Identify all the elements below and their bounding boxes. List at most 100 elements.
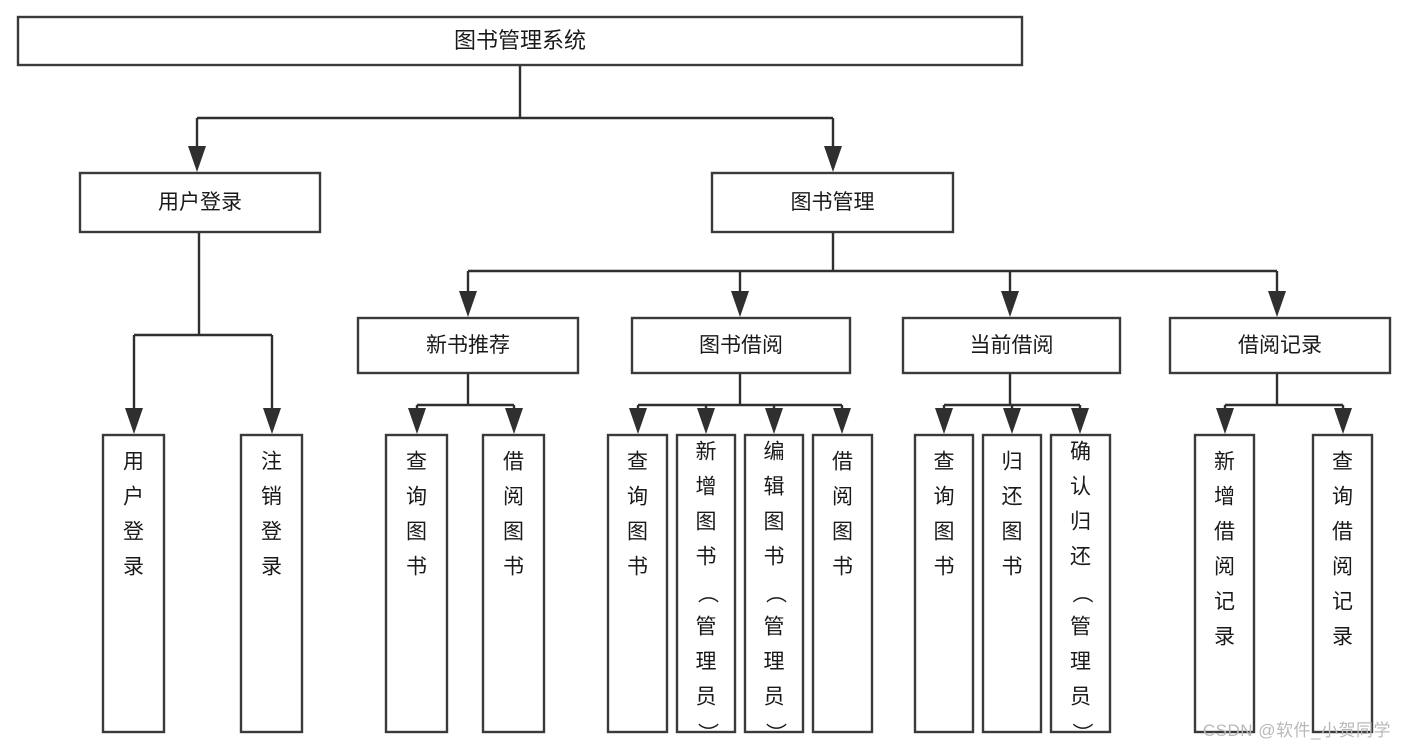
node-label-char: 员	[764, 686, 785, 709]
arrow-head-icon	[125, 408, 143, 434]
node-box[interactable]	[1193, 433, 1256, 734]
node-label-char: 员	[1070, 686, 1091, 709]
node-box[interactable]	[981, 433, 1043, 734]
node-label-char: 确	[1070, 441, 1091, 464]
watermark-credit: CSDN @软件_小贺同学	[1202, 721, 1391, 740]
node-box[interactable]	[901, 316, 1122, 375]
node-book-borrow[interactable]: 图书借阅	[630, 316, 852, 375]
arrow-head-icon	[833, 408, 851, 434]
node-box[interactable]	[675, 433, 737, 734]
node-label-char: 录	[261, 556, 282, 579]
arrow-head-icon	[765, 408, 783, 434]
node-leaf-user-login[interactable]: 用户登录	[101, 433, 166, 734]
node-label-char: 查	[1332, 451, 1353, 474]
node-label-char: 管	[764, 616, 785, 639]
node-label-char: 销	[261, 486, 282, 509]
node-label-char: 辑	[764, 476, 785, 499]
node-label-char: 新	[696, 441, 717, 464]
node-box[interactable]	[630, 316, 852, 375]
node-label-char: 书	[1002, 556, 1023, 579]
node-box[interactable]	[1311, 433, 1374, 734]
node-user-login[interactable]: 用户登录	[78, 171, 322, 234]
node-label-char: 管	[696, 616, 717, 639]
node-label-char: 还	[1002, 486, 1023, 509]
arrow-head-icon	[408, 408, 426, 434]
arrow-head-icon	[188, 146, 206, 172]
node-label-char: 书	[627, 556, 648, 579]
node-label-char: 询	[406, 486, 427, 509]
node-label-char: 归	[1070, 511, 1091, 534]
arrow-head-icon	[629, 408, 647, 434]
node-label-char: 图	[832, 521, 853, 544]
node-label: 用户登录	[158, 191, 242, 214]
node-label-char: （	[1070, 583, 1093, 604]
connector-root-to-level2	[188, 65, 842, 172]
connector-borrow-to-leaves	[629, 373, 851, 434]
connector-recommend-to-leaves	[408, 373, 523, 434]
node-box[interactable]	[356, 316, 580, 375]
node-label-char: 书	[503, 556, 524, 579]
node-label-char: 图	[503, 521, 524, 544]
arrow-head-icon	[697, 408, 715, 434]
node-label-char: 图	[696, 511, 717, 534]
node-label-char: 理	[696, 651, 717, 674]
node-book-manage[interactable]: 图书管理	[710, 171, 955, 234]
node-label-char: 员	[696, 686, 717, 709]
node-box[interactable]	[101, 433, 166, 734]
node-label-char: 录	[1214, 626, 1235, 649]
node-box[interactable]	[913, 433, 975, 734]
node-box[interactable]	[710, 171, 955, 234]
node-root[interactable]: 图书管理系统	[16, 15, 1024, 67]
node-label-char: 查	[934, 451, 955, 474]
node-label-char: 增	[1214, 486, 1235, 509]
node-box[interactable]	[811, 433, 874, 734]
node-label-char: 图	[934, 521, 955, 544]
node-box[interactable]	[743, 433, 805, 734]
node-label-char: 记	[1214, 591, 1235, 614]
node-box[interactable]	[384, 433, 449, 734]
node-label-char: ）	[763, 723, 786, 744]
node-label-char: ）	[1070, 723, 1093, 744]
node-label-char: 借	[1214, 521, 1235, 544]
arrow-head-icon	[263, 408, 281, 434]
connector-record-to-leaves	[1216, 373, 1352, 434]
node-label-char: 编	[764, 441, 785, 464]
node-box[interactable]	[239, 433, 304, 734]
node-label: 新书推荐	[426, 334, 510, 357]
node-label-char: 借	[1332, 521, 1353, 544]
node-box[interactable]	[606, 433, 669, 734]
node-label-char: 理	[1070, 651, 1091, 674]
node-label-char: 询	[934, 486, 955, 509]
node-label: 图书管理	[791, 191, 875, 214]
node-label-char: 理	[764, 651, 785, 674]
node-label-char: 书	[764, 546, 785, 569]
arrow-head-icon	[824, 146, 842, 172]
node-box[interactable]	[481, 433, 546, 734]
node-label-char: 图	[406, 521, 427, 544]
node-borrow-record[interactable]: 借阅记录	[1168, 316, 1392, 375]
node-label-char: 书	[832, 556, 853, 579]
node-box[interactable]	[16, 15, 1024, 67]
node-current-borrow[interactable]: 当前借阅	[901, 316, 1122, 375]
node-label: 借阅记录	[1238, 334, 1322, 357]
node-label-char: 图	[1002, 521, 1023, 544]
node-box[interactable]	[1168, 316, 1392, 375]
arrow-head-icon	[459, 291, 477, 317]
node-new-book-recommend[interactable]: 新书推荐	[356, 316, 580, 375]
node-box[interactable]	[1049, 433, 1112, 734]
node-box[interactable]	[78, 171, 322, 234]
node-label-char: 录	[1332, 626, 1353, 649]
